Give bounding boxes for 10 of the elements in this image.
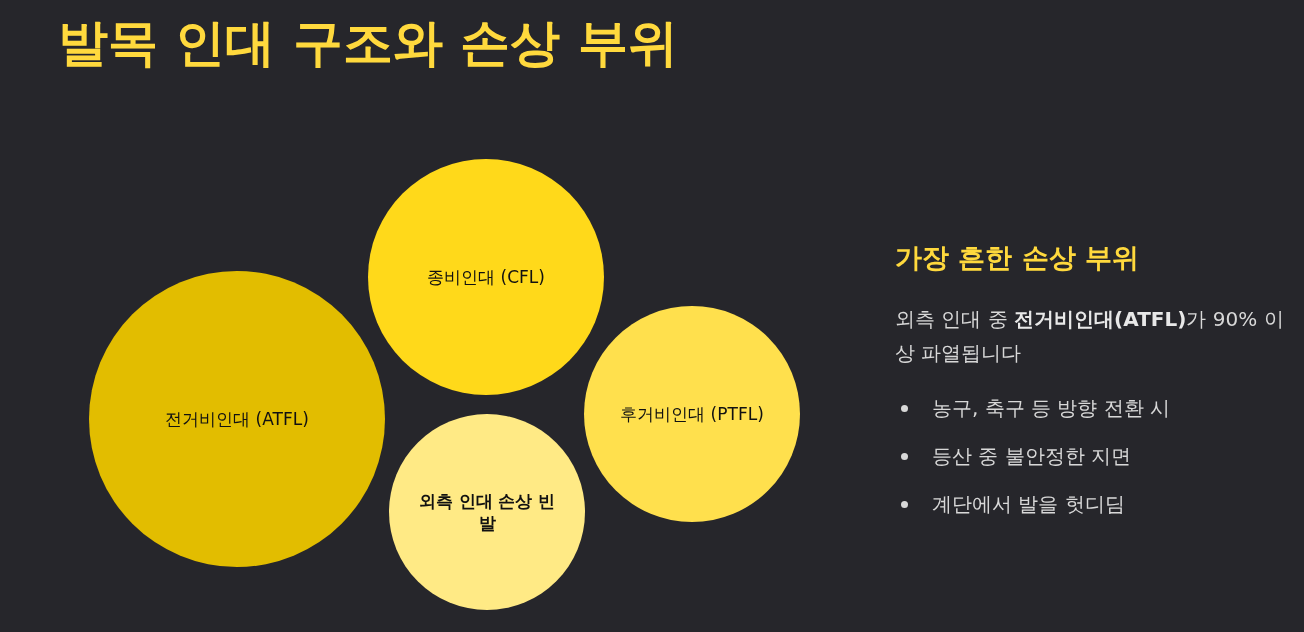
description-text: 외측 인대 중 전거비인대(ATFL)가 90% 이상 파열됩니다: [895, 306, 1285, 367]
slide-title: 발목 인대 구조와 손상 부위: [58, 13, 678, 74]
section-heading: 가장 흔한 손상 부위: [895, 241, 1141, 275]
bullet-text: 계단에서 발을 헛디딤: [932, 490, 1125, 518]
circle-label: 종비인대 (CFL): [427, 265, 545, 289]
circle-label: 후거비인대 (PTFL): [620, 402, 764, 426]
bullet-text: 농구, 축구 등 방향 전환 시: [932, 394, 1171, 422]
circle-label: 외측 인대 손상 빈발: [418, 489, 556, 535]
bullet-text: 등산 중 불안정한 지면: [932, 442, 1132, 470]
circle-label: 전거비인대 (ATFL): [165, 407, 309, 431]
